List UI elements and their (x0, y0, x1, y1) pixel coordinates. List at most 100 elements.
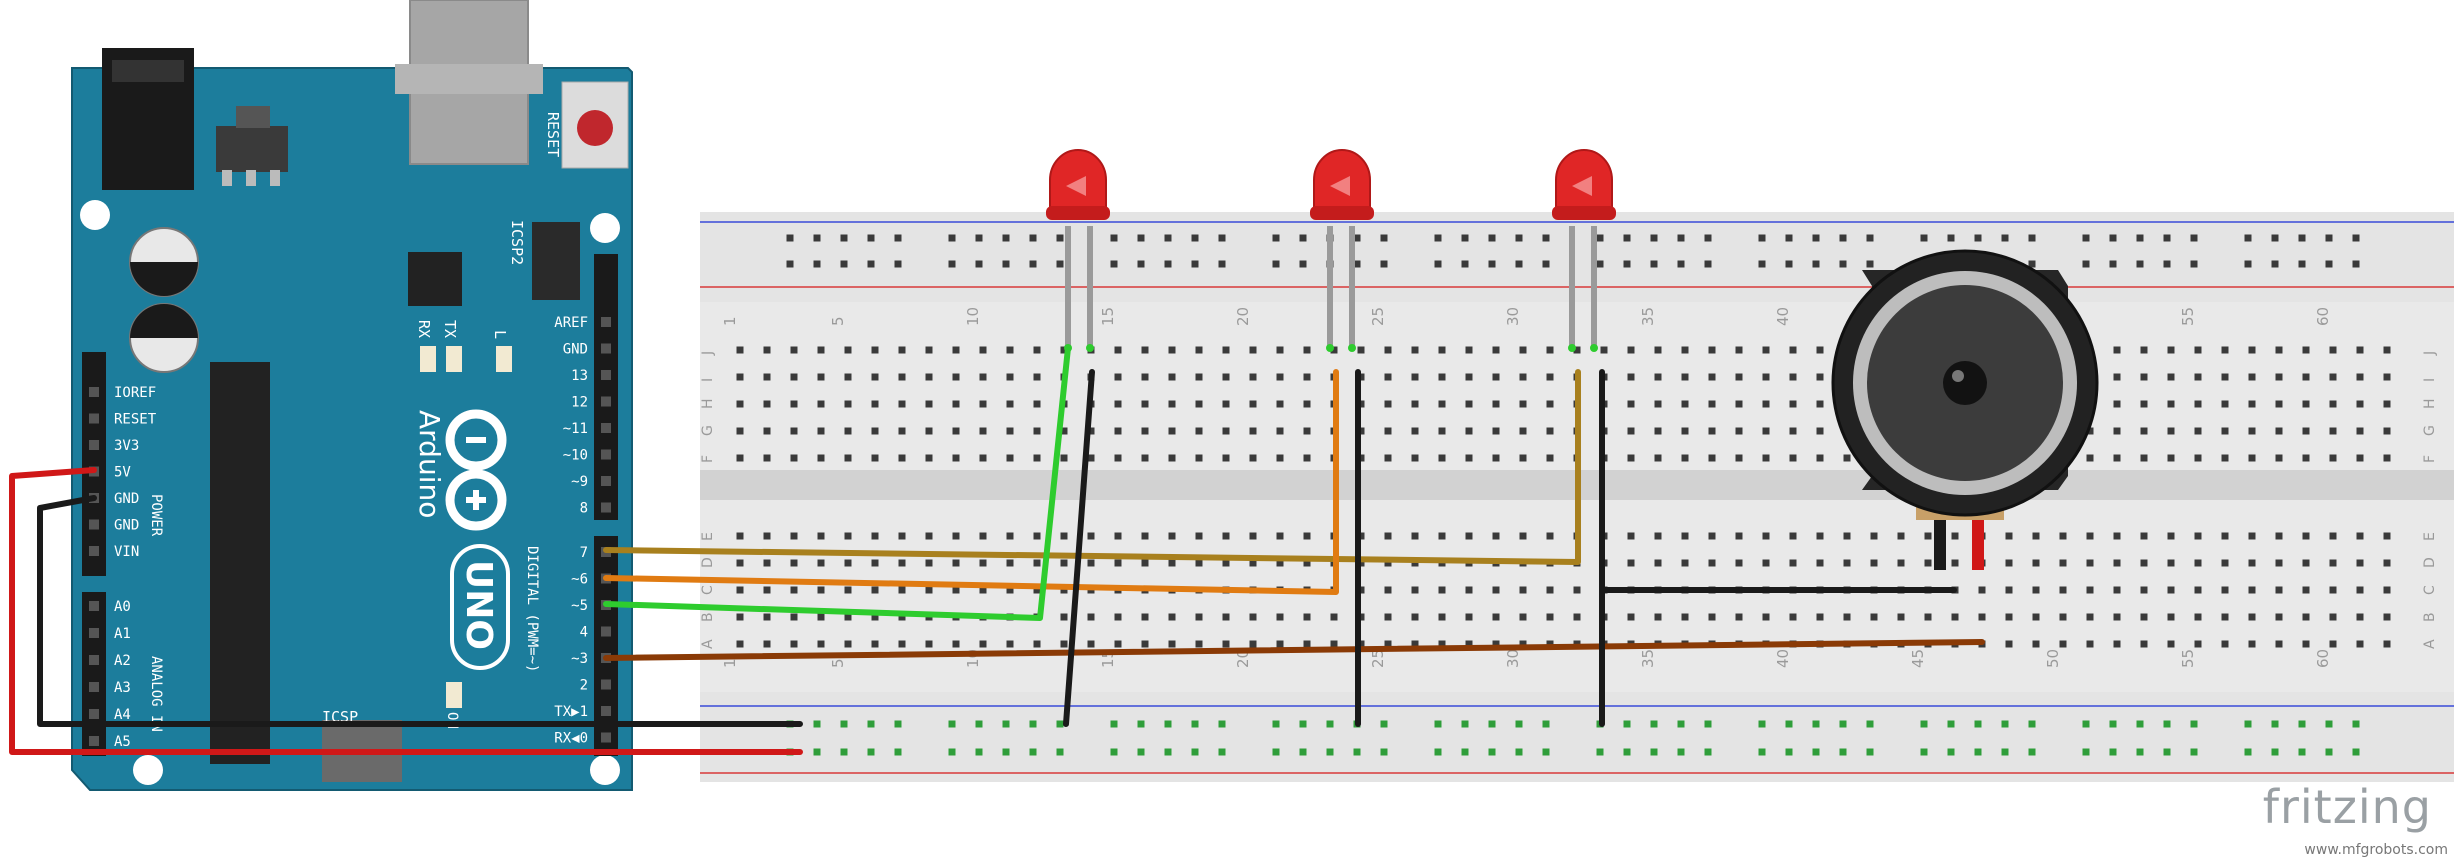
breadboard-hole (1141, 400, 1149, 408)
rail-hole (2190, 748, 2198, 756)
breadboard-hole (1519, 373, 1527, 381)
wire-pin3-brown (603, 639, 1985, 661)
breadboard-hole (1627, 559, 1635, 567)
reset-button[interactable] (561, 81, 629, 169)
on-led (446, 682, 462, 708)
breadboard-hole (844, 613, 852, 621)
rail-hole (1542, 260, 1550, 268)
rail-hole (1137, 720, 1145, 728)
breadboard-hole (871, 400, 879, 408)
rail-hole (1785, 234, 1793, 242)
pin-label: ~10 (563, 448, 588, 464)
breadboard-hole (1276, 427, 1284, 435)
breadboard-hole (1114, 346, 1122, 354)
breadboard-hole (844, 346, 852, 354)
breadboard-hole (2329, 640, 2337, 648)
breadboard-hole (1168, 373, 1176, 381)
breadboard-hole (1465, 454, 1473, 462)
breadboard-hole (1033, 454, 1041, 462)
breadboard-hole (2356, 346, 2364, 354)
breadboard-hole (2086, 613, 2094, 621)
breadboard-row-letter: B (700, 612, 716, 622)
breadboard-hole (1087, 454, 1095, 462)
breadboard-hole (1465, 532, 1473, 540)
rail-hole (1650, 234, 1658, 242)
rail-hole (1704, 720, 1712, 728)
rail-hole (1812, 234, 1820, 242)
breadboard-hole (1006, 427, 1014, 435)
rail-hole (1434, 748, 1442, 756)
wires (9, 345, 1985, 755)
breadboard-hole (1897, 532, 1905, 540)
rail-hole (1515, 748, 1523, 756)
breadboard-hole (1060, 346, 1068, 354)
pin-label: A2 (114, 653, 131, 669)
breadboard-hole (2086, 640, 2094, 648)
rail-hole (1299, 260, 1307, 268)
breadboard-hole (2221, 559, 2229, 567)
breadboard-hole (1222, 640, 1230, 648)
breadboard-hole (2356, 640, 2364, 648)
rail-hole (2190, 260, 2198, 268)
breadboard-hole (2005, 532, 2013, 540)
breadboard-hole (2383, 346, 2391, 354)
breadboard-hole (2221, 454, 2229, 462)
rail-hole (2082, 234, 2090, 242)
breadboard-hole (2059, 559, 2067, 567)
rail-hole (1488, 234, 1496, 242)
breadboard-hole (952, 559, 960, 567)
breadboard-hole (2113, 586, 2121, 594)
breadboard-hole (1519, 586, 1527, 594)
breadboard-col-number: 60 (2314, 307, 2332, 326)
breadboard-hole (1249, 346, 1257, 354)
breadboard-hole (2140, 427, 2148, 435)
breadboard-hole (871, 373, 879, 381)
breadboard-hole (1330, 640, 1338, 648)
digital-header-bottom (594, 536, 618, 756)
breadboard-hole (2113, 532, 2121, 540)
breadboard-hole (2383, 586, 2391, 594)
breadboard-hole (1492, 454, 1500, 462)
breadboard-hole (2329, 346, 2337, 354)
rx-led (420, 346, 436, 372)
breadboard-hole (844, 427, 852, 435)
breadboard-hole (2194, 454, 2202, 462)
breadboard-col-number: 15 (1099, 307, 1117, 326)
rail-hole (1785, 260, 1793, 268)
breadboard-hole (1681, 559, 1689, 567)
rail-hole (1272, 720, 1280, 728)
breadboard-hole (871, 346, 879, 354)
breadboard-hole (1708, 427, 1716, 435)
breadboard-hole (1033, 400, 1041, 408)
breadboard-hole (1249, 427, 1257, 435)
voltage-regulator (216, 126, 288, 172)
wire-5v-red (9, 467, 803, 755)
breadboard-hole (1249, 613, 1257, 621)
rail-hole (2325, 720, 2333, 728)
breadboard-hole (2221, 640, 2229, 648)
rail-hole (2352, 720, 2360, 728)
breadboard-hole (1276, 346, 1284, 354)
breadboard-hole (1276, 640, 1284, 648)
rail-hole (1758, 234, 1766, 242)
breadboard-row-letter: I (700, 378, 716, 382)
pin-label: VIN (114, 544, 139, 560)
rail-hole (840, 260, 848, 268)
breadboard-hole (844, 586, 852, 594)
breadboard-hole (925, 640, 933, 648)
breadboard-hole (1816, 427, 1824, 435)
breadboard-hole (2194, 586, 2202, 594)
breadboard-hole (2383, 454, 2391, 462)
watermark-credit: www.mfgrobots.com (2304, 842, 2448, 858)
breadboard-hole (1897, 559, 1905, 567)
breadboard-hole (1708, 454, 1716, 462)
breadboard-hole (871, 640, 879, 648)
breadboard-hole (1357, 346, 1365, 354)
breadboard-hole (1222, 346, 1230, 354)
reset-button-cap[interactable] (577, 110, 613, 146)
breadboard-row-letter: J (2422, 351, 2438, 356)
analog-section-label: ANALOG IN (148, 656, 164, 732)
header-socket (601, 706, 611, 716)
breadboard-hole (1870, 613, 1878, 621)
breadboard-hole (1411, 454, 1419, 462)
